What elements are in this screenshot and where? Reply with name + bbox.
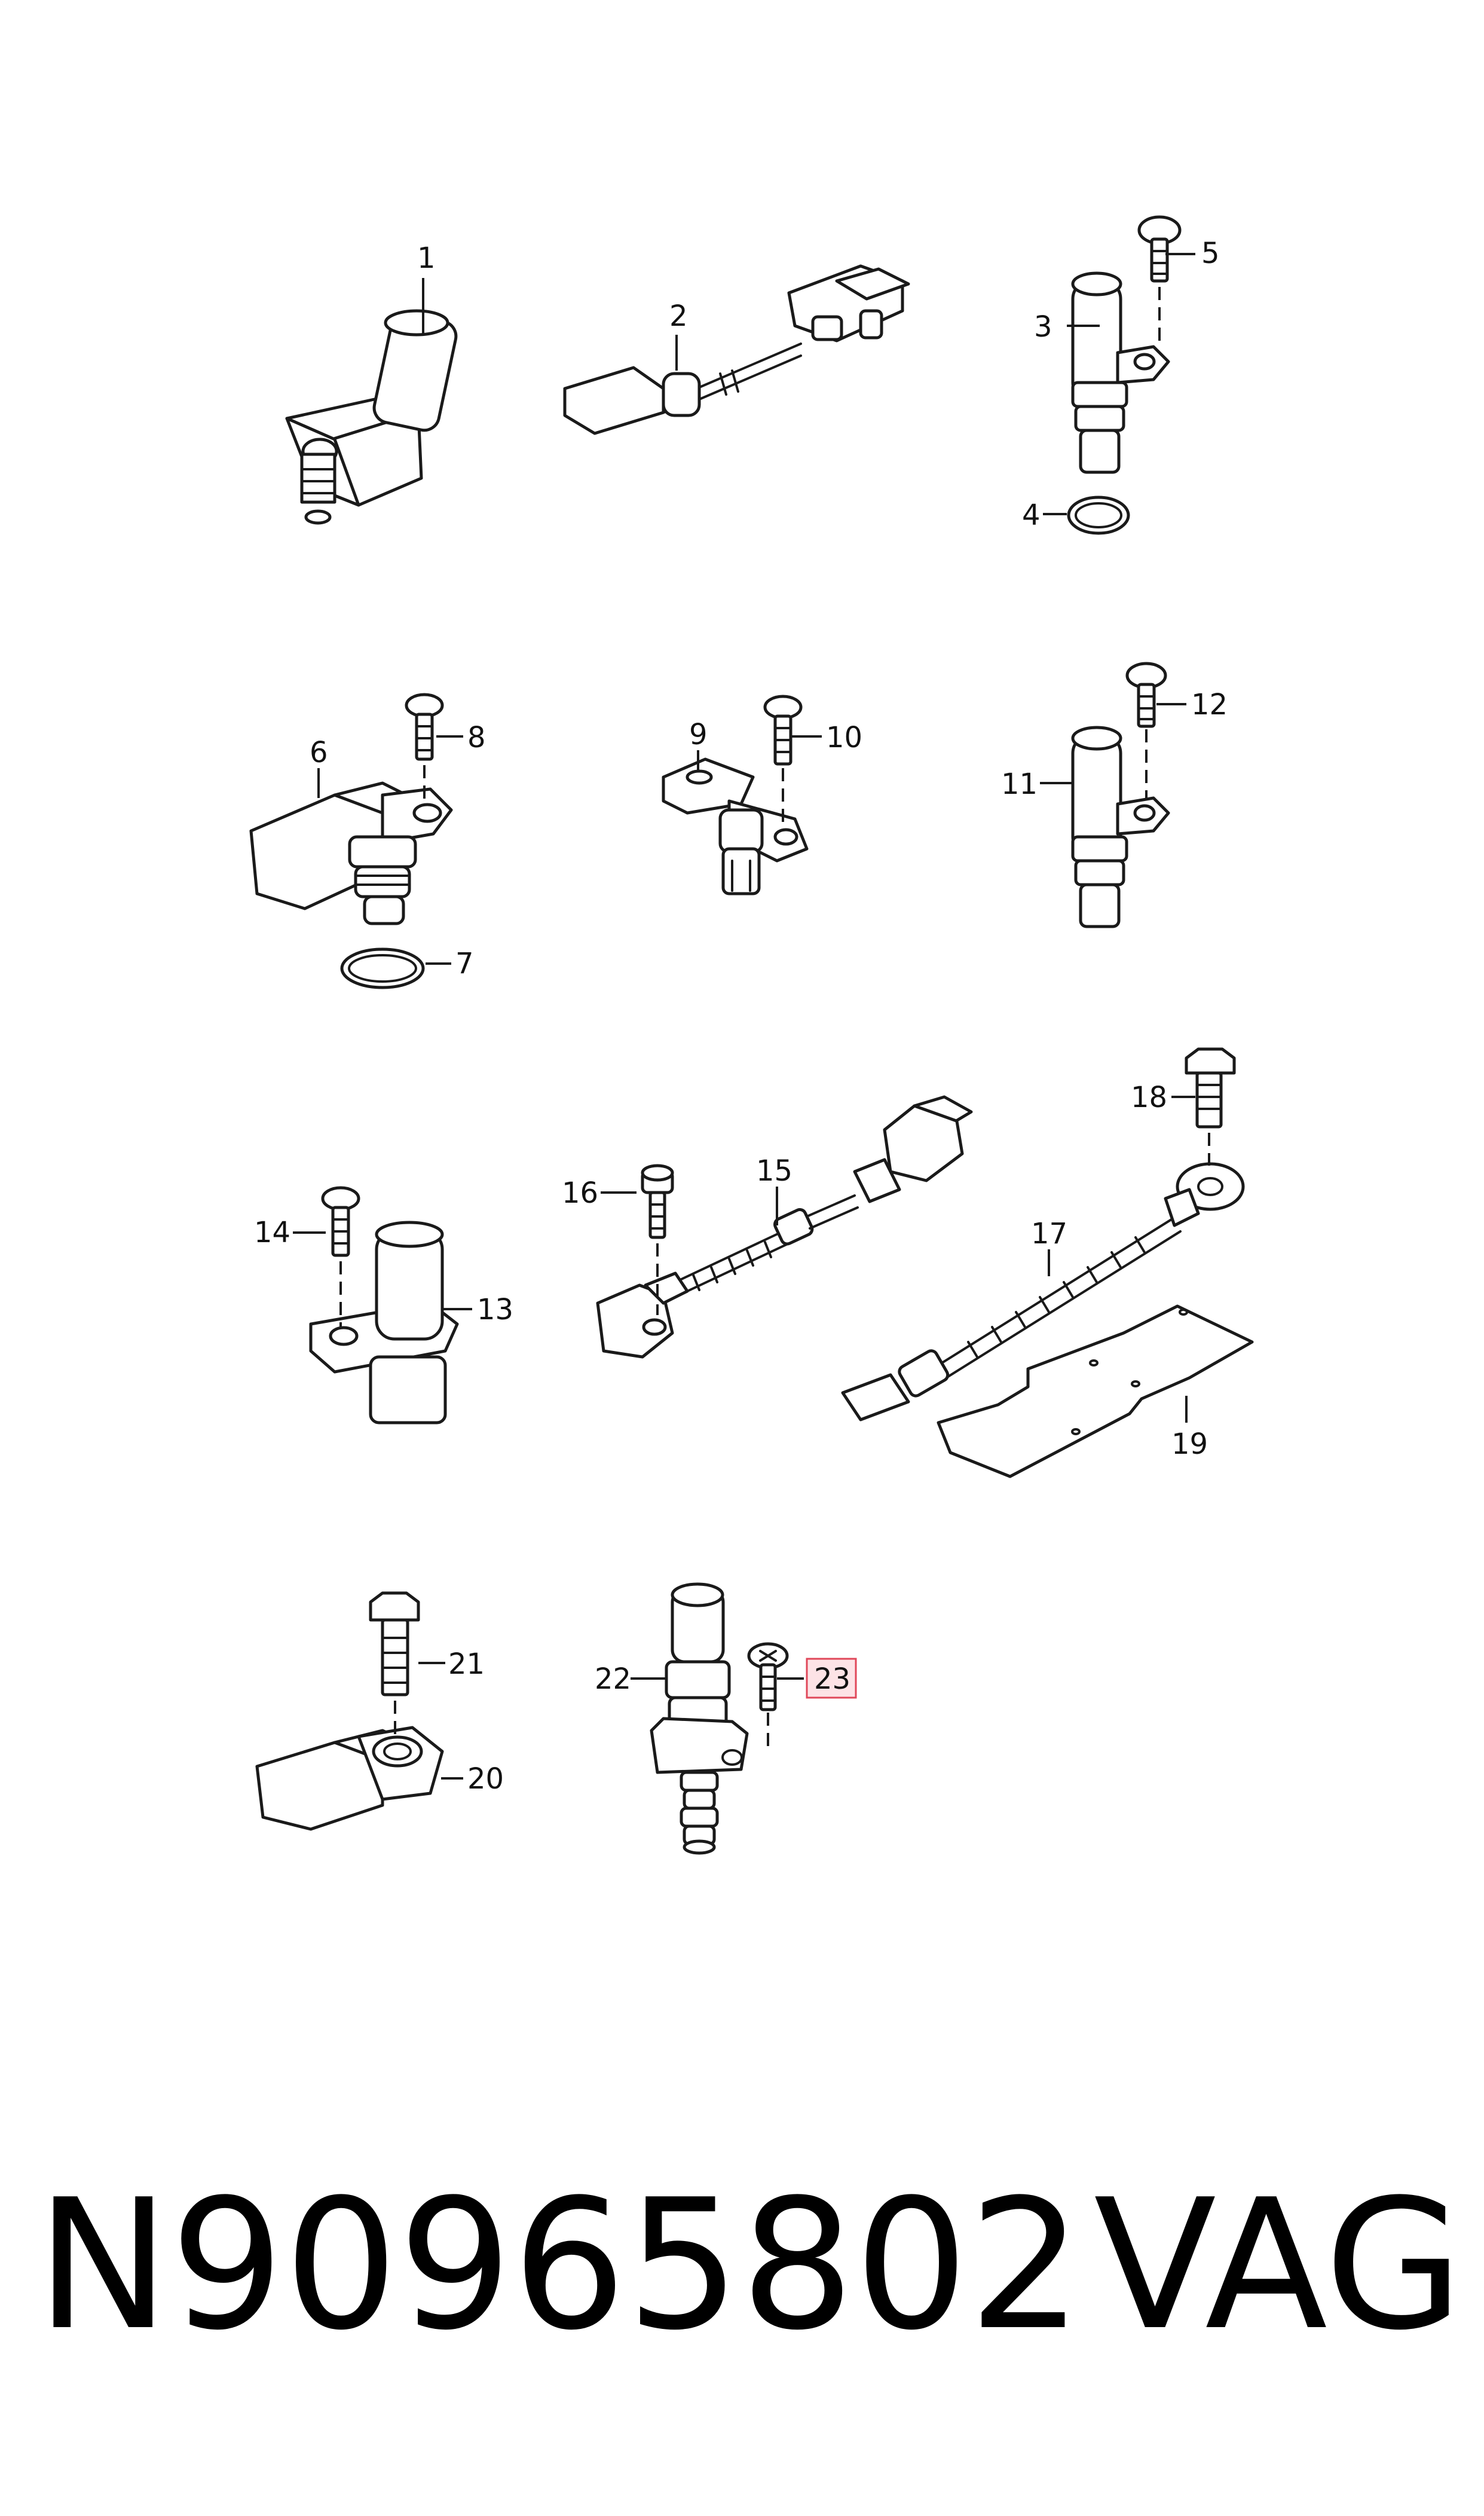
callout-4[interactable]: 4 bbox=[1022, 499, 1041, 532]
callout-21[interactable]: 21 bbox=[448, 1647, 485, 1681]
part-8-bolt bbox=[405, 693, 463, 804]
callout-12[interactable]: 12 bbox=[1191, 688, 1228, 722]
part-14-screw bbox=[293, 1186, 360, 1327]
part-21-bolt bbox=[369, 1591, 445, 1737]
part-2-sensor-cable bbox=[563, 264, 910, 435]
callout-3[interactable]: 3 bbox=[1034, 310, 1052, 344]
part-19-plate bbox=[937, 1304, 1254, 1478]
part-11-hall-sensor bbox=[1040, 726, 1170, 928]
callout-9[interactable]: 9 bbox=[689, 718, 708, 751]
part-23-screw bbox=[747, 1642, 804, 1748]
callout-7[interactable]: 7 bbox=[455, 947, 474, 980]
part-20-sensor bbox=[255, 1726, 463, 1831]
part-15-sensor-cable bbox=[596, 1095, 973, 1359]
part-16-bolt bbox=[601, 1164, 674, 1315]
part-13-sensor bbox=[309, 1221, 472, 1424]
callout-15[interactable]: 15 bbox=[756, 1154, 793, 1188]
callout-20[interactable]: 20 bbox=[467, 1762, 504, 1796]
part-3-hall-sensor bbox=[1067, 271, 1170, 474]
callout-6[interactable]: 6 bbox=[310, 736, 328, 769]
callout-16[interactable]: 16 bbox=[562, 1176, 598, 1210]
part-22-control-valve bbox=[631, 1582, 749, 1855]
callout-19[interactable]: 19 bbox=[1171, 1427, 1208, 1461]
callout-22[interactable]: 22 bbox=[595, 1662, 631, 1696]
callout-11[interactable]: 11 bbox=[1001, 768, 1038, 801]
brand-name: VAG bbox=[1094, 2161, 1464, 2370]
part-10-bolt bbox=[763, 695, 822, 831]
part-9-sensor bbox=[662, 750, 809, 895]
part-17-knock-sensor bbox=[841, 1162, 1245, 1421]
part-5-bolt bbox=[1137, 215, 1195, 347]
callout-10[interactable]: 10 bbox=[826, 721, 862, 754]
callout-13[interactable]: 13 bbox=[477, 1293, 513, 1326]
part-6-sensor bbox=[249, 768, 453, 925]
part-number: N90965802 bbox=[36, 2161, 1083, 2370]
part-18-bolt bbox=[1171, 1047, 1236, 1166]
callout-8[interactable]: 8 bbox=[467, 721, 486, 754]
parts-diagram: 1 2 3 4 5 6 7 8 9 10 11 12 13 14 15 16 1… bbox=[249, 215, 1254, 1855]
part-12-bolt bbox=[1125, 662, 1186, 798]
callout-2[interactable]: 2 bbox=[669, 299, 688, 333]
part-1-sensor-bracket bbox=[285, 278, 458, 525]
callout-5[interactable]: 5 bbox=[1201, 237, 1220, 270]
callout-18[interactable]: 18 bbox=[1131, 1081, 1167, 1114]
part-4-o-ring bbox=[1043, 496, 1130, 535]
callout-1[interactable]: 1 bbox=[417, 241, 436, 275]
callout-23[interactable]: 23 bbox=[814, 1662, 850, 1696]
callout-17[interactable]: 17 bbox=[1031, 1217, 1067, 1251]
part-7-o-ring bbox=[340, 947, 451, 989]
callout-23-highlight-box bbox=[806, 1658, 857, 1699]
callout-14[interactable]: 14 bbox=[254, 1216, 290, 1249]
